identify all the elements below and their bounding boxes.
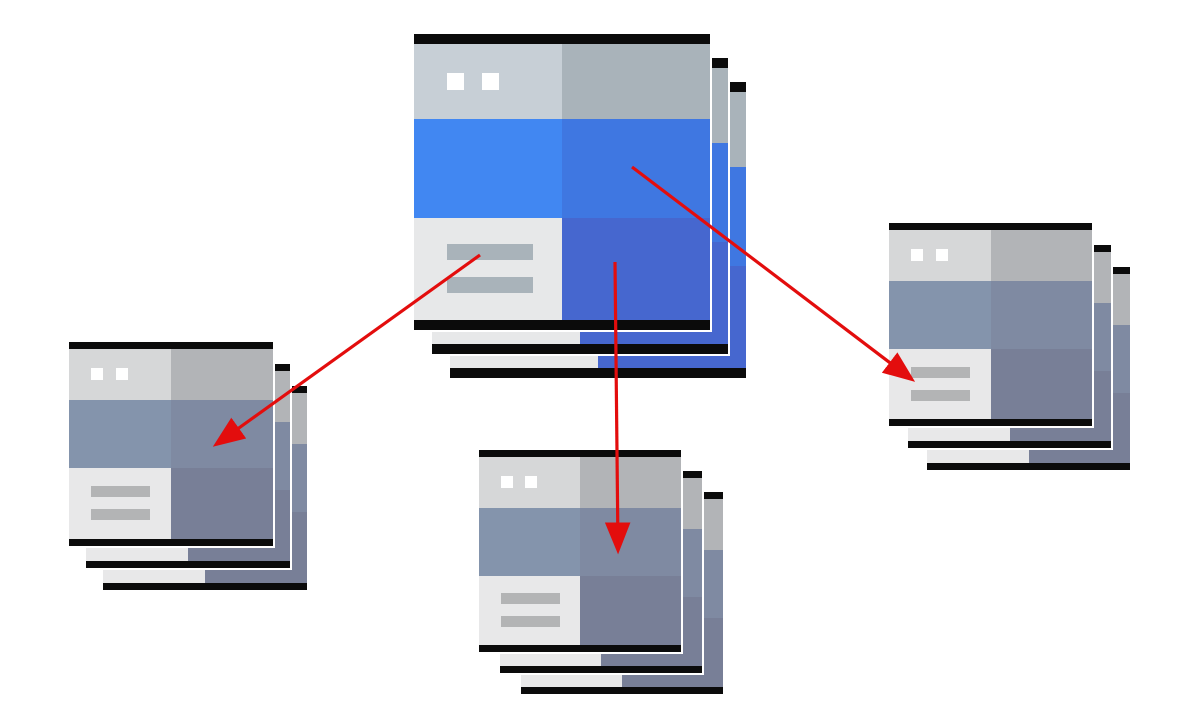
bottom-left-panel [479,576,580,645]
card-bottom-bar [414,320,710,330]
bottom-right-panel [171,468,273,539]
arrow-to-right-copy [631,165,916,382]
target-window-stack-right-copy [887,221,1132,472]
window-dot-icon [91,368,103,380]
bottom-right-panel [562,218,710,320]
card-top-bar [479,450,681,457]
text-line-placeholder [501,593,560,604]
card-bottom-bar [889,419,1092,426]
window-dot-icon [525,476,537,488]
middle-right-panel [171,400,273,468]
arrow-to-left-copy [212,253,481,447]
card-top-bar [414,34,710,44]
card-bottom-bar [521,687,723,694]
card-bottom-bar [103,583,307,590]
card-bottom-bar [86,561,290,568]
text-line-placeholder [911,390,970,401]
middle-left-panel [414,119,562,218]
text-line-placeholder [911,367,970,378]
header-right-panel [171,349,273,400]
arrow-to-bottom-copy [604,261,631,555]
card-top-bar [69,342,273,349]
window-dot-icon [116,368,128,380]
card-bottom-bar [500,666,702,673]
window-dot-icon [936,249,948,261]
header-right-panel [562,44,710,119]
middle-left-panel [479,508,580,576]
card-bottom-bar [479,645,681,652]
window-dot-icon [447,73,464,90]
text-line-placeholder [501,616,560,627]
card-bottom-bar [432,344,728,354]
bottom-left-panel [889,349,991,419]
bottom-left-panel [414,218,562,320]
header-right-panel [991,230,1092,281]
middle-right-panel [580,508,681,576]
card-bottom-bar [927,463,1130,470]
bottom-left-panel [69,468,171,539]
source-window-stack [412,32,748,380]
card-bottom-bar [69,539,273,546]
window-dot-icon [482,73,499,90]
target-window-stack-bottom-copy [477,448,725,696]
card-bottom-bar [908,441,1111,448]
middle-left-panel [69,400,171,468]
text-line-placeholder [447,244,533,260]
target-window-stack-left-copy [67,340,309,592]
text-line-placeholder [91,486,150,497]
window-dot-icon [501,476,513,488]
window-card-front [412,32,712,332]
header-right-panel [580,457,681,508]
bottom-right-panel [991,349,1092,419]
window-card-front [67,340,275,548]
text-line-placeholder [447,277,533,293]
card-bottom-bar [450,368,746,378]
text-line-placeholder [91,509,150,520]
middle-right-panel [991,281,1092,349]
window-dot-icon [911,249,923,261]
window-card-front [477,448,683,654]
window-card-front [887,221,1094,428]
bottom-right-panel [580,576,681,645]
card-top-bar [889,223,1092,230]
middle-left-panel [889,281,991,349]
